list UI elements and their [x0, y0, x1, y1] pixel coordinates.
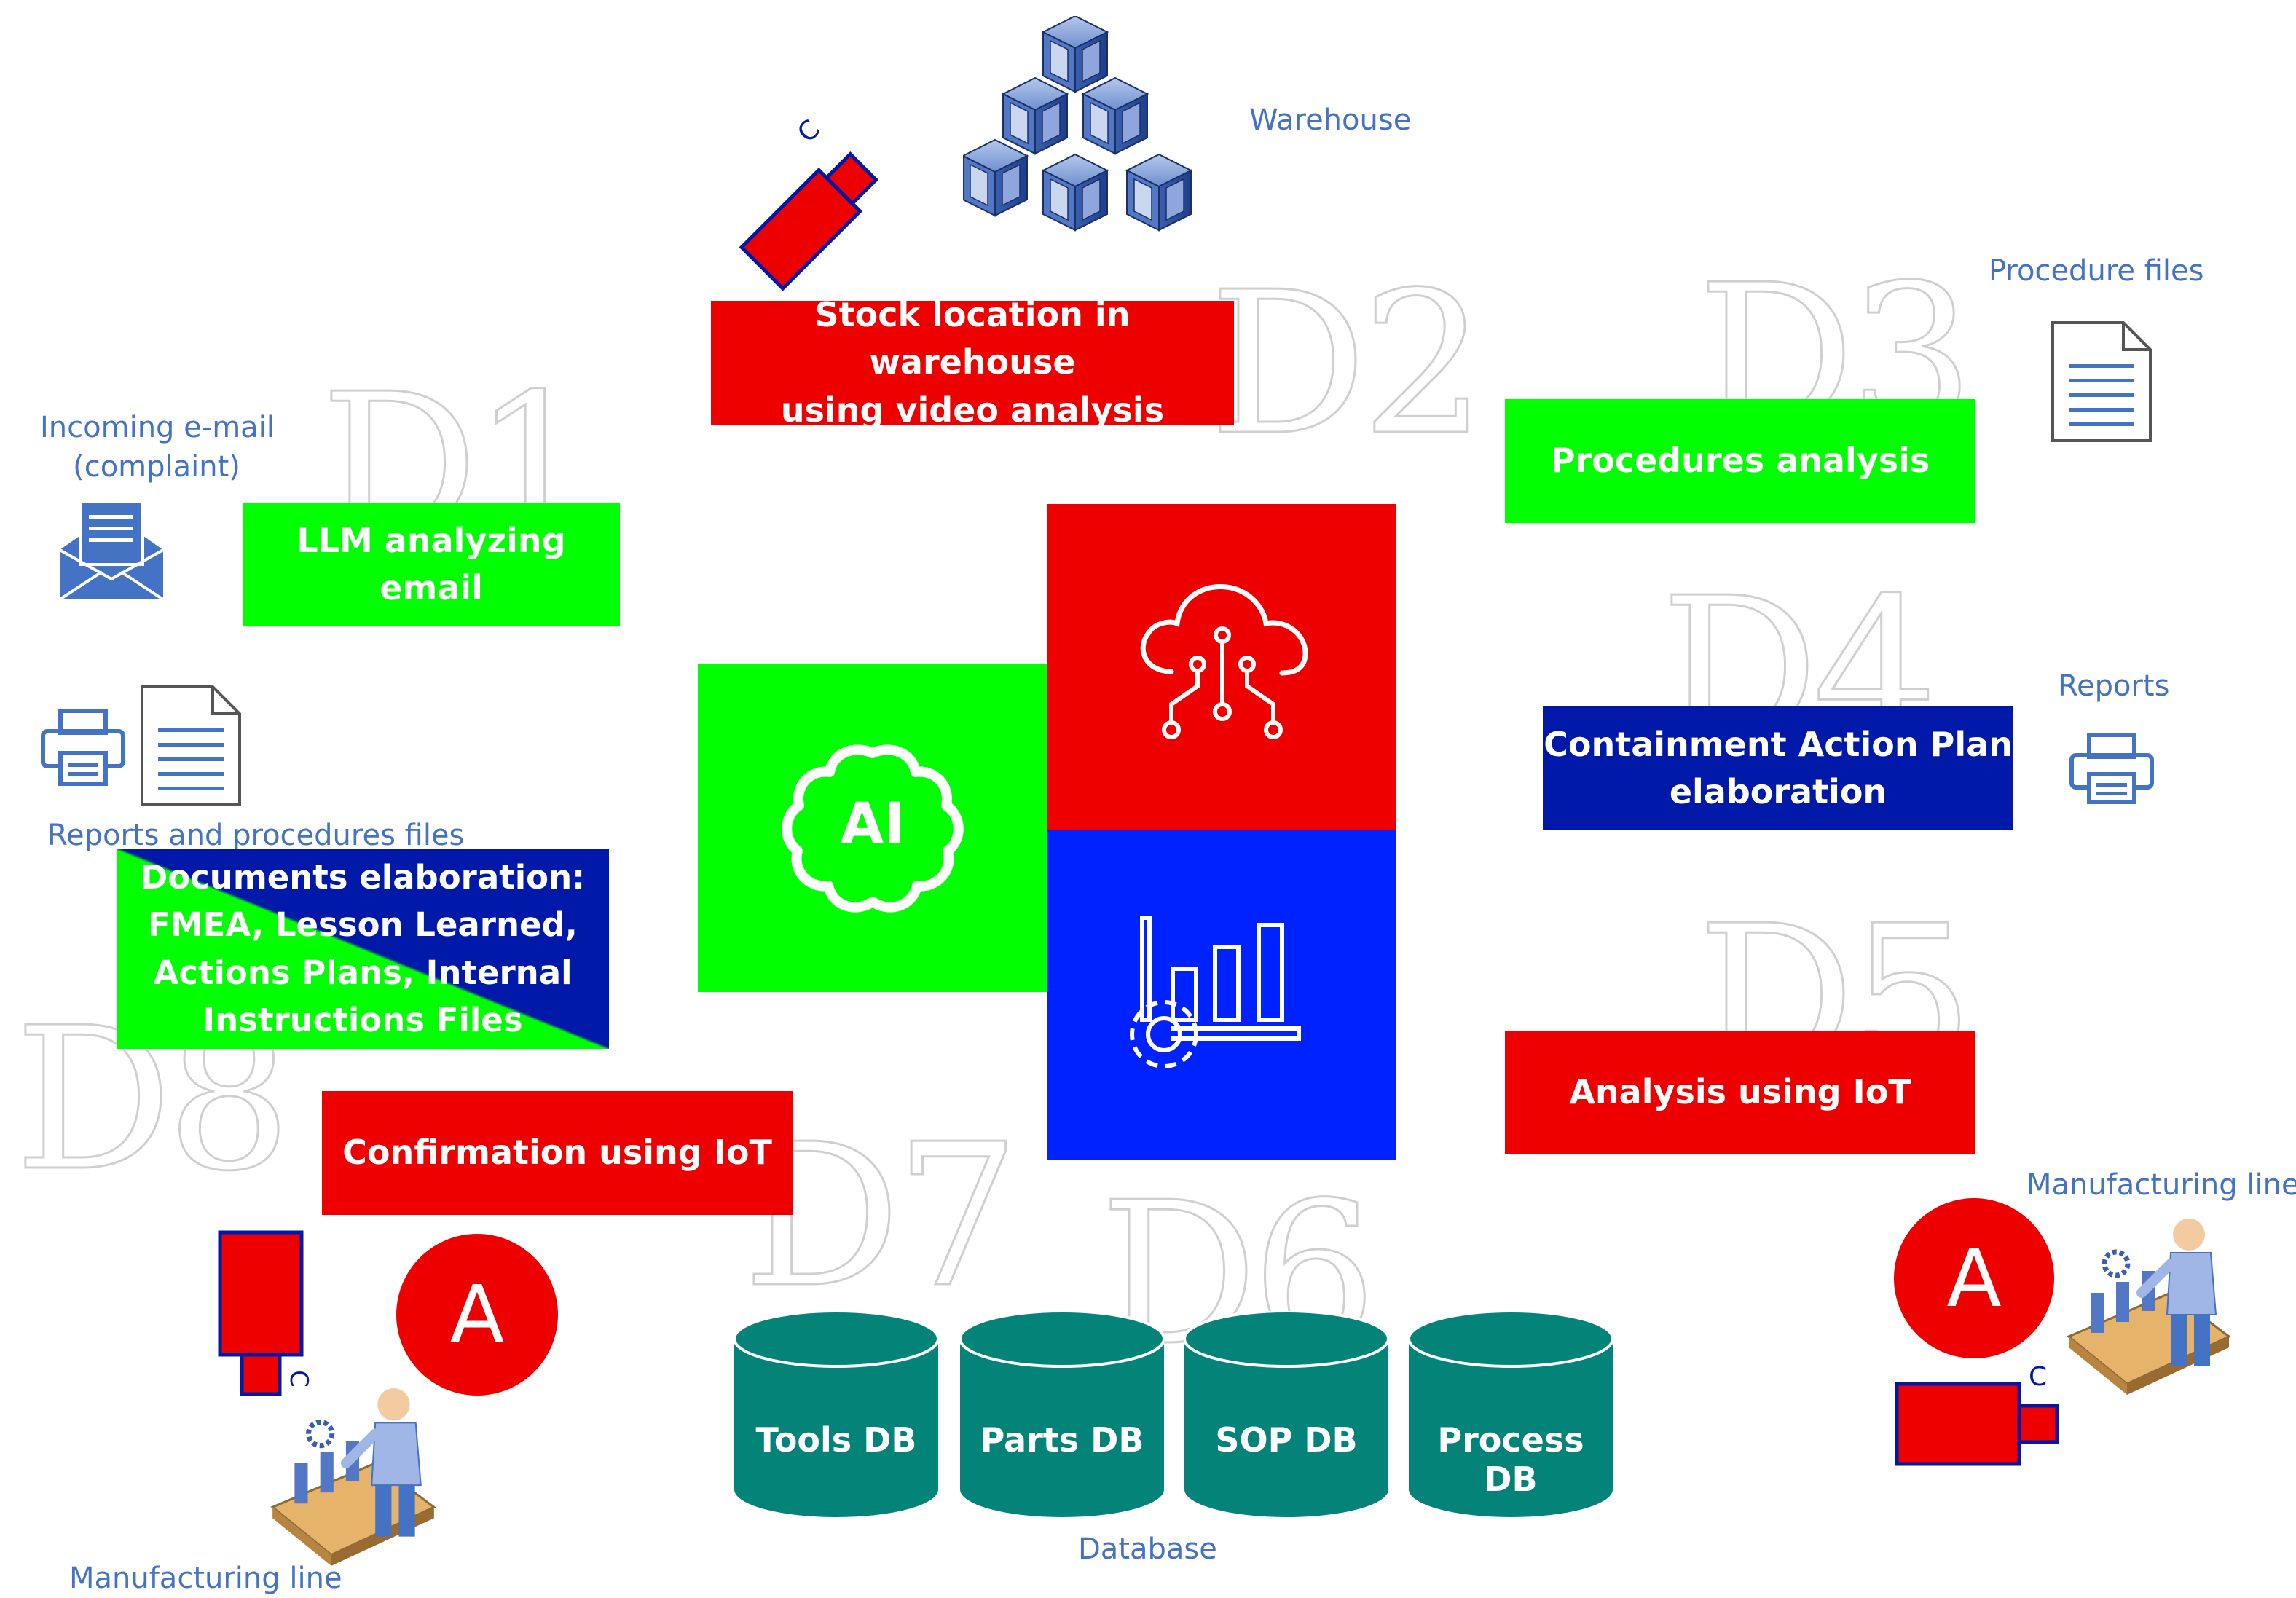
worker-conveyor-icon-left: [270, 1388, 436, 1566]
database-label: SOP DB: [1215, 1420, 1358, 1460]
database-process: Process DB: [1409, 1311, 1613, 1519]
database-cylinder-icon: [960, 1311, 1164, 1517]
database-tools: Tools DB: [734, 1311, 938, 1519]
incoming-email-caption-line2: (complaint): [73, 450, 240, 484]
database-sop: SOP DB: [1184, 1311, 1388, 1519]
procedure-files-caption: Procedure files: [1989, 254, 2204, 288]
warehouse-boxes-icon: [963, 16, 1192, 231]
containment-plan-box: Containment Action Plan elaboration: [1543, 706, 2013, 830]
iot-confirmation-box: Confirmation using IoT: [322, 1091, 793, 1215]
llm-email-box: LLM analyzing email: [243, 503, 620, 626]
manufacturing-line-caption-right: Manufacturing line: [2026, 1168, 2296, 1202]
analytics-gear-icon: [1130, 916, 1301, 1068]
database-parts: Parts DB: [960, 1311, 1164, 1519]
document-icon-procedures: [2051, 321, 2152, 442]
documents-line4: Instructions Files: [203, 1000, 523, 1039]
documents-elaboration-box: Documents elaboration: FMEA, Lesson Lear…: [117, 849, 609, 1049]
containment-line2: elaboration: [1669, 772, 1887, 811]
ai-brain-icon: [782, 744, 964, 913]
database-label: Process DB: [1437, 1420, 1584, 1499]
camera-icon-left: C: [217, 1229, 319, 1401]
procedures-analysis-box: Procedures analysis: [1505, 399, 1975, 523]
containment-line1: Containment Action Plan: [1544, 724, 2013, 764]
printer-icon-reports-procedures: [41, 709, 125, 786]
phase-label-d2: D2: [1208, 249, 1487, 479]
stock-location-line2: using video analysis: [780, 390, 1165, 430]
camera-icon-warehouse: C: [714, 114, 903, 306]
database-cylinder-icon: [734, 1311, 938, 1517]
reports-caption: Reports: [2058, 669, 2170, 703]
andon-indicator-left: A: [396, 1234, 558, 1396]
manufacturing-line-caption-left: Manufacturing line: [69, 1562, 342, 1595]
printer-icon-reports: [2069, 733, 2154, 804]
worker-conveyor-icon-right: [2067, 1219, 2231, 1395]
andon-indicator-right: A: [1894, 1198, 2054, 1358]
database-caption: Database: [1078, 1532, 1217, 1566]
camera-icon-right: C: [1894, 1362, 2061, 1471]
document-icon-reports: [141, 685, 241, 806]
cloud-tile: [1047, 504, 1396, 830]
reports-procedures-caption: Reports and procedures files: [47, 819, 465, 852]
database-label: Parts DB: [980, 1420, 1144, 1460]
documents-line3: Actions Plans, Internal: [153, 953, 573, 992]
ai-tile: AI: [698, 664, 1047, 992]
cloud-circuit-icon: [1140, 584, 1308, 739]
database-cylinder-icon: [1184, 1311, 1388, 1517]
stock-location-box: Stock location in warehouse using video …: [711, 295, 1234, 430]
database-label: Tools DB: [755, 1420, 917, 1460]
documents-line1: Documents elaboration:: [140, 858, 586, 897]
analytics-tile: [1047, 830, 1396, 1160]
iot-analysis-box: Analysis using IoT: [1505, 1031, 1975, 1154]
camera-label-right: C: [2029, 1362, 2048, 1392]
database-cylinder-icon: [1409, 1311, 1613, 1517]
incoming-email-caption: Incoming e-mail (complaint): [40, 408, 275, 487]
incoming-email-caption-line1: Incoming e-mail: [40, 411, 275, 444]
ai-label: AI: [840, 792, 905, 857]
stock-location-line1: Stock location in warehouse: [814, 295, 1131, 382]
documents-line2: FMEA, Lesson Learned,: [148, 905, 578, 945]
email-icon: [58, 500, 165, 601]
warehouse-caption: Warehouse: [1249, 103, 1412, 137]
